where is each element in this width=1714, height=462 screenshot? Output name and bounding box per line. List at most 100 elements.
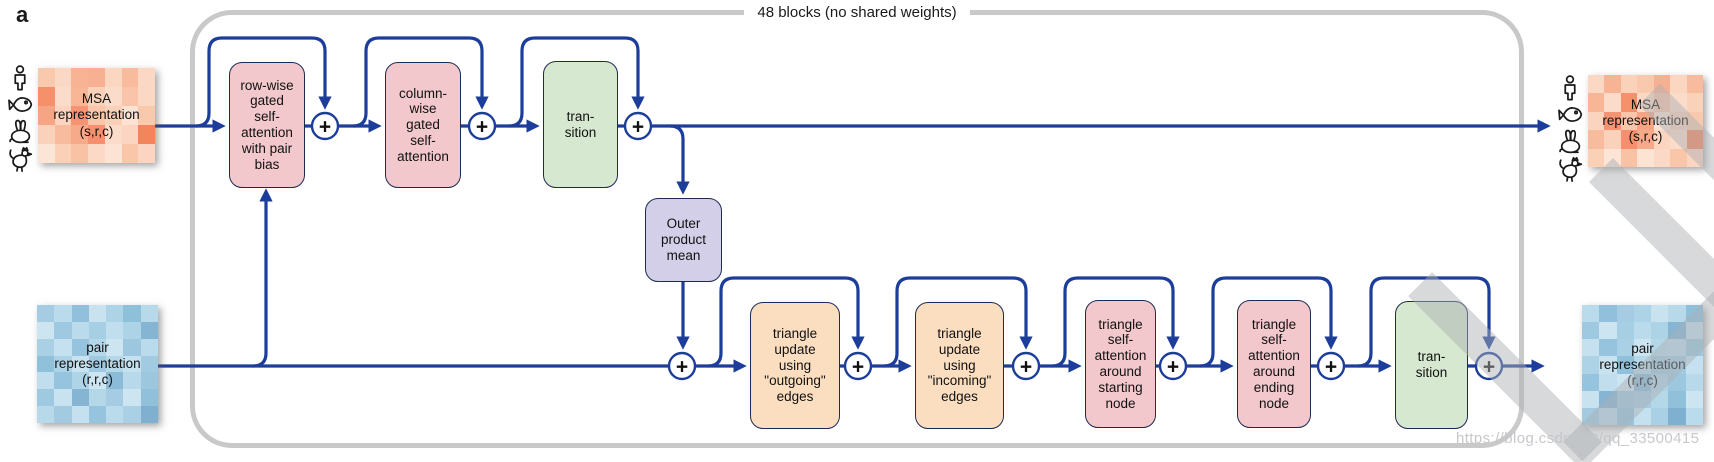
heatmap-cell bbox=[38, 125, 55, 144]
heatmap-cell bbox=[1633, 339, 1652, 357]
heatmap-cell bbox=[1670, 111, 1687, 131]
plus-sign: + bbox=[1020, 355, 1032, 378]
heatmap-cell bbox=[88, 144, 105, 163]
heatmap-cell bbox=[88, 125, 105, 144]
plus-sign: + bbox=[1325, 355, 1337, 378]
node-label: Outer product mean bbox=[660, 216, 707, 263]
heatmap-cell bbox=[1685, 373, 1703, 391]
heatmap-cell bbox=[1616, 373, 1634, 391]
heatmap-cell bbox=[1637, 130, 1654, 149]
heatmap-cell bbox=[1668, 305, 1686, 323]
species-icons-right bbox=[1556, 74, 1584, 182]
heatmap-cell bbox=[54, 389, 72, 407]
heatmap-cell bbox=[121, 87, 139, 106]
msa-stream-arrows bbox=[155, 36, 1551, 350]
plus-sign: + bbox=[1167, 355, 1179, 378]
heatmap-cell bbox=[37, 355, 55, 373]
heatmap-cell bbox=[1668, 339, 1686, 357]
heatmap-cell bbox=[1653, 130, 1671, 149]
skip-loop bbox=[1199, 276, 1338, 368]
heatmap-cell bbox=[37, 406, 55, 423]
heatmap-cell bbox=[1604, 111, 1621, 131]
heatmap-cell bbox=[38, 68, 55, 87]
skip-loop bbox=[352, 36, 489, 128]
heatmap-cell bbox=[1686, 93, 1703, 112]
heatmap-cell bbox=[140, 305, 158, 322]
heatmap-cell bbox=[1582, 322, 1600, 340]
heatmap-cell bbox=[121, 125, 139, 144]
heatmap-grid bbox=[1582, 305, 1703, 425]
node-outer-product: Outer product mean bbox=[645, 198, 722, 282]
heatmap-cell bbox=[71, 355, 89, 373]
heatmap-cell bbox=[1599, 356, 1617, 374]
heatmap-cell bbox=[1599, 339, 1617, 357]
skip-loop bbox=[1357, 276, 1496, 368]
plus-circle: + bbox=[1011, 351, 1041, 381]
heatmap-cell bbox=[1582, 390, 1600, 408]
msa-out-heatmap: MSA representation (s,r,c) bbox=[1588, 75, 1703, 167]
heatmap-cell bbox=[1637, 75, 1654, 94]
heatmap-cell bbox=[1685, 356, 1703, 374]
heatmap-cell bbox=[106, 305, 124, 322]
heatmap-cell bbox=[121, 144, 139, 163]
plus-sign: + bbox=[476, 115, 488, 138]
heatmap-grid bbox=[38, 68, 155, 163]
heatmap-cell bbox=[54, 68, 72, 87]
heatmap-cell bbox=[1670, 75, 1687, 94]
heatmap-cell bbox=[88, 87, 105, 106]
plus-circle: + bbox=[1474, 351, 1504, 381]
heatmap-cell bbox=[1670, 130, 1687, 149]
heatmap-cell bbox=[1588, 111, 1605, 131]
heatmap-cell bbox=[71, 87, 89, 106]
heatmap-cell bbox=[123, 389, 141, 407]
heatmap-cell bbox=[1604, 148, 1621, 167]
plus-circle: + bbox=[843, 351, 873, 381]
heatmap-cell bbox=[138, 68, 155, 87]
heatmap-cell bbox=[1685, 305, 1703, 323]
arrow-pair-bias-up bbox=[252, 188, 273, 368]
heatmap-cell bbox=[1582, 305, 1600, 323]
heatmap-cell bbox=[1588, 148, 1605, 167]
fish-icon bbox=[8, 97, 33, 112]
heatmap-cell bbox=[71, 106, 89, 125]
heatmap-grid bbox=[37, 305, 158, 423]
plus-circle: + bbox=[1316, 351, 1346, 381]
heatmap-cell bbox=[54, 406, 72, 423]
heatmap-cell bbox=[38, 87, 55, 106]
heatmap-cell bbox=[1599, 305, 1617, 323]
node-row-wise: row-wise gated self- attention with pair… bbox=[229, 62, 305, 188]
heatmap-cell bbox=[1599, 390, 1617, 408]
node-label: tran- sition bbox=[1415, 349, 1448, 380]
heatmap-cell bbox=[140, 389, 158, 407]
heatmap-cell bbox=[1604, 130, 1621, 149]
heatmap-cell bbox=[1686, 148, 1703, 167]
heatmap-cell bbox=[1637, 111, 1654, 131]
node-label: triangle update using "incoming" edges bbox=[927, 326, 992, 405]
species-icons-left bbox=[6, 64, 34, 172]
heatmap-cell bbox=[38, 144, 55, 163]
heatmap-cell bbox=[1668, 322, 1686, 340]
heatmap-cell bbox=[54, 87, 72, 106]
watermark-url: https://blog.csdn.net/qq_33500415 bbox=[1456, 430, 1700, 447]
heatmap-cell bbox=[1651, 339, 1669, 357]
heatmap-cell bbox=[123, 338, 141, 356]
figure-panel-label: a bbox=[16, 2, 29, 27]
heatmap-cell bbox=[54, 338, 72, 356]
heatmap-cell bbox=[1582, 407, 1600, 425]
node-transition-pair: tran- sition bbox=[1395, 301, 1468, 429]
node-label: column- wise gated self- attention bbox=[397, 85, 449, 164]
node-label: row-wise gated self- attention with pair… bbox=[240, 77, 294, 172]
node-label: triangle update using "outgoing" edges bbox=[764, 326, 826, 405]
heatmap-cell bbox=[37, 338, 55, 356]
plus-sign: + bbox=[852, 355, 864, 378]
heatmap-cell bbox=[1651, 407, 1669, 425]
heatmap-cell bbox=[1686, 75, 1703, 94]
heatmap-cell bbox=[1588, 130, 1605, 149]
heatmap-cell bbox=[106, 321, 124, 339]
heatmap-cell bbox=[1616, 305, 1634, 323]
heatmap-cell bbox=[1616, 322, 1634, 340]
heatmap-cell bbox=[1685, 322, 1703, 340]
pair-stream-arrows bbox=[158, 188, 1545, 373]
heatmap-cell bbox=[38, 106, 55, 125]
